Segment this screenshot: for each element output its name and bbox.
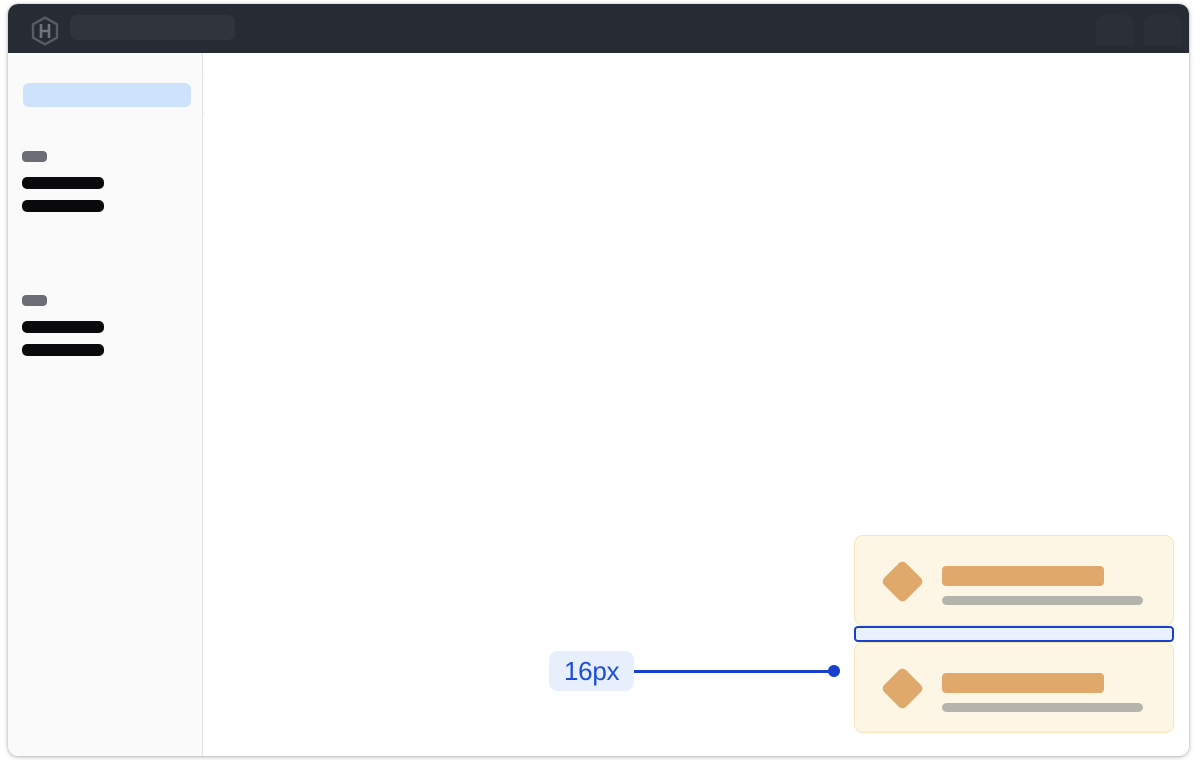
- sidebar-item-2-1[interactable]: [22, 321, 104, 333]
- app-window: 16px: [8, 4, 1189, 756]
- diamond-icon: [880, 666, 925, 711]
- sidebar-group-1: [22, 151, 104, 212]
- list-item[interactable]: [854, 642, 1174, 733]
- top-header-bar: [8, 4, 1189, 53]
- sidebar-group-2: [22, 295, 104, 356]
- leader-line: [634, 669, 832, 673]
- sidebar-group-label: [22, 151, 47, 162]
- sidebar: [8, 53, 203, 756]
- sidebar-item-1-2[interactable]: [22, 200, 104, 212]
- header-slot-icon-2[interactable]: [1144, 15, 1182, 45]
- leader-dot-icon: [828, 665, 841, 677]
- spacing-gap-highlight: [854, 626, 1174, 642]
- search-input[interactable]: [70, 15, 235, 40]
- main-canvas: 16px: [204, 53, 1189, 756]
- sidebar-item-1-1[interactable]: [22, 177, 104, 189]
- diamond-icon: [880, 559, 925, 604]
- card-subtitle: [942, 703, 1143, 712]
- body-area: 16px: [8, 53, 1189, 756]
- header-slot-icon-1[interactable]: [1096, 15, 1134, 45]
- sidebar-item-2-2[interactable]: [22, 344, 104, 356]
- sidebar-active-item[interactable]: [23, 83, 191, 107]
- spacing-value-chip: 16px: [549, 651, 635, 691]
- card-subtitle: [942, 596, 1143, 605]
- spacing-annotation: 16px: [549, 651, 841, 691]
- card-stack: [854, 535, 1174, 733]
- hexagon-logo-icon[interactable]: [30, 16, 60, 46]
- card-title: [942, 566, 1104, 586]
- sidebar-group-label: [22, 295, 47, 306]
- list-item[interactable]: [854, 535, 1174, 626]
- card-title: [942, 673, 1104, 693]
